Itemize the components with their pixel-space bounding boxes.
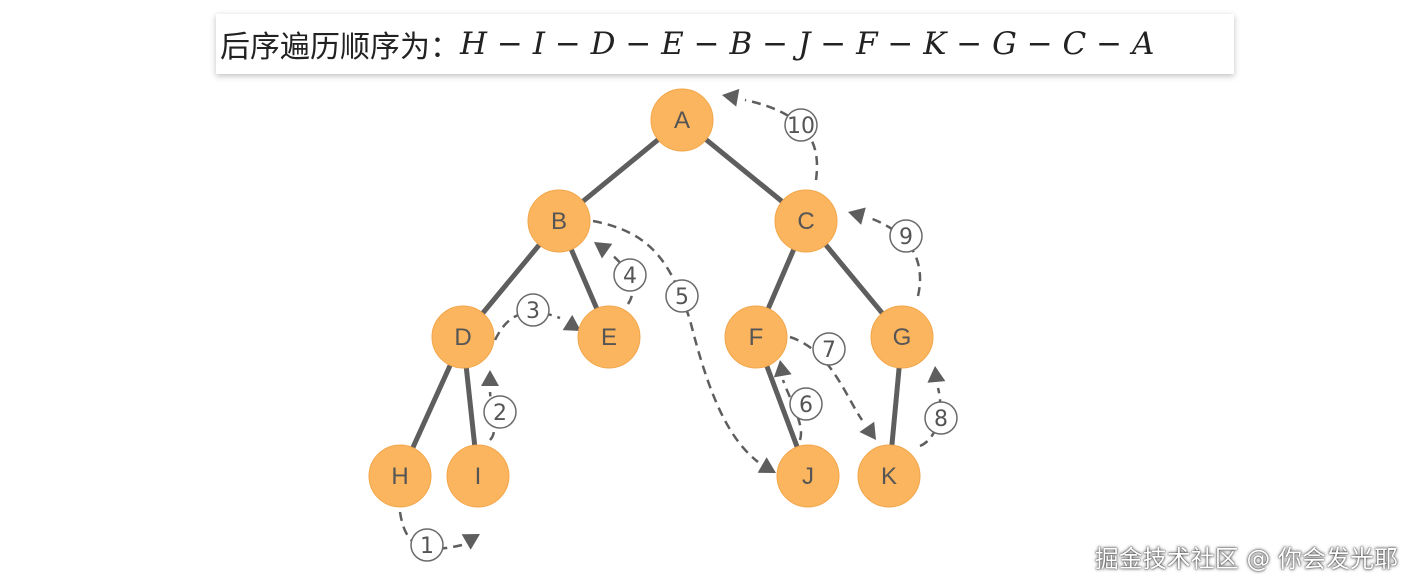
- step-badge-ring: [483, 395, 517, 429]
- step-badge-ring: [889, 219, 923, 253]
- step-arrowhead: [481, 370, 499, 386]
- watermark: 掘金技术社区 @ 你会发光耶: [1094, 545, 1398, 573]
- step-number-label: 10: [787, 114, 815, 139]
- node-k: K: [857, 444, 921, 508]
- node-h: H: [368, 444, 432, 508]
- step-number-label: 3: [526, 299, 540, 324]
- tree-edges: [397, 117, 905, 479]
- node-c: C: [774, 189, 838, 253]
- step-arrowhead: [461, 534, 480, 550]
- traversal-step-3: 3: [493, 293, 581, 341]
- node-circle: [368, 444, 432, 508]
- step-number-label: 6: [799, 393, 813, 418]
- node-d: D: [431, 305, 495, 369]
- traversal-step-6: 6: [773, 360, 823, 441]
- step-badge-ring: [784, 108, 818, 142]
- step-number-label: 8: [934, 407, 948, 432]
- node-label: H: [391, 463, 408, 490]
- traversal-step-8: 8: [919, 366, 958, 448]
- step-arrow-path: [781, 379, 803, 441]
- node-circle: [857, 444, 921, 508]
- step-number-label: 9: [899, 225, 913, 250]
- node-i: I: [446, 444, 510, 508]
- node-circle: [446, 444, 510, 508]
- node-circle: [776, 444, 840, 508]
- step-badge-ring: [410, 528, 444, 562]
- banner-label: 后序遍历顺序为：: [220, 30, 460, 65]
- step-number-label: 7: [822, 338, 836, 363]
- node-circle: [577, 305, 641, 369]
- node-label: A: [674, 107, 690, 134]
- node-b: B: [527, 189, 591, 253]
- step-badge-ring: [924, 401, 958, 435]
- step-badge-ring: [665, 279, 699, 313]
- node-f: F: [724, 305, 788, 369]
- step-arrowhead: [773, 360, 792, 378]
- node-g: G: [870, 305, 934, 369]
- node-circle: [431, 305, 495, 369]
- node-e: E: [577, 305, 641, 369]
- traversal-step-5: 5: [592, 219, 776, 473]
- step-number-label: 5: [675, 285, 689, 310]
- traversal-sequence: H − I − D − E − B − J − F − K − G − C − …: [460, 26, 1155, 62]
- step-number-label: 1: [420, 534, 434, 559]
- node-circle: [774, 189, 838, 253]
- step-arrow-path: [611, 254, 634, 305]
- node-circle: [527, 189, 591, 253]
- step-arrow-path: [919, 387, 942, 448]
- traversal-banner: 后序遍历顺序为： H − I − D − E − B − J − F − K −…: [216, 14, 1234, 74]
- node-label: B: [551, 208, 567, 235]
- step-arrowhead: [859, 421, 876, 440]
- traversal-step-2: 2: [481, 370, 517, 441]
- step-arrowhead: [562, 314, 581, 331]
- node-label: C: [797, 208, 814, 235]
- step-arrow-path: [592, 219, 759, 463]
- traversal-step-1: 1: [398, 511, 480, 562]
- traversal-step-9: 9: [848, 207, 923, 297]
- node-label: D: [454, 324, 471, 351]
- node-label: F: [749, 324, 764, 351]
- node-label: K: [881, 463, 897, 490]
- traversal-step-4: 4: [594, 242, 647, 305]
- step-arrowhead: [722, 88, 740, 107]
- node-label: E: [601, 324, 617, 351]
- node-label: G: [893, 324, 912, 351]
- node-a: A: [650, 88, 714, 152]
- traversal-steps: 1 2 3 4 5 6 7 8 9 10: [398, 88, 958, 562]
- step-arrowhead: [757, 457, 776, 473]
- traversal-step-10: 10: [722, 88, 819, 181]
- node-circle: [650, 88, 714, 152]
- step-arrowhead: [848, 207, 866, 225]
- step-badge-ring: [812, 332, 846, 366]
- node-circle: [724, 305, 788, 369]
- step-badge-ring: [516, 293, 550, 327]
- node-label: J: [802, 463, 814, 490]
- step-number-label: 4: [623, 264, 637, 289]
- node-j: J: [776, 444, 840, 508]
- step-arrow-path: [869, 216, 922, 297]
- step-arrowhead: [927, 366, 946, 383]
- step-badge-ring: [613, 258, 647, 292]
- step-badge-ring: [789, 387, 823, 421]
- node-label: I: [475, 463, 482, 490]
- node-circle: [870, 305, 934, 369]
- step-number-label: 2: [493, 401, 507, 426]
- tree-nodes: A B C D E F G H I J K: [368, 88, 934, 508]
- traversal-step-7: 7: [789, 332, 876, 440]
- step-arrowhead: [594, 242, 613, 259]
